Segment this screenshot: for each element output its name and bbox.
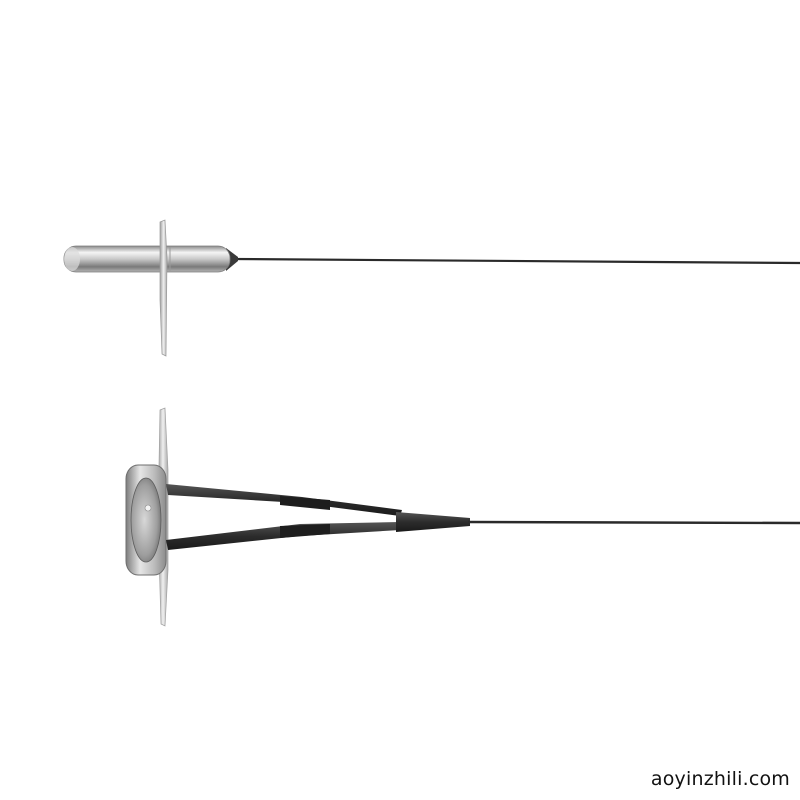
probe-lead-wire (231, 257, 800, 265)
probe-metal-tube (63, 245, 231, 273)
thermostat-lead-wire (467, 520, 800, 525)
disc-thermostat-icon (125, 407, 800, 627)
upper-lead-sleeve-band (280, 496, 330, 510)
probe-flange (159, 219, 168, 357)
junction-heat-shrink (396, 512, 470, 532)
probe-sensor-icon (63, 219, 800, 357)
watermark-text: aoyinzhili.com (650, 768, 790, 790)
thermostat-face (130, 477, 162, 563)
thermostat-rivet (144, 504, 152, 512)
lower-lead-sleeve-band (280, 524, 330, 538)
probe-tip (64, 247, 80, 271)
